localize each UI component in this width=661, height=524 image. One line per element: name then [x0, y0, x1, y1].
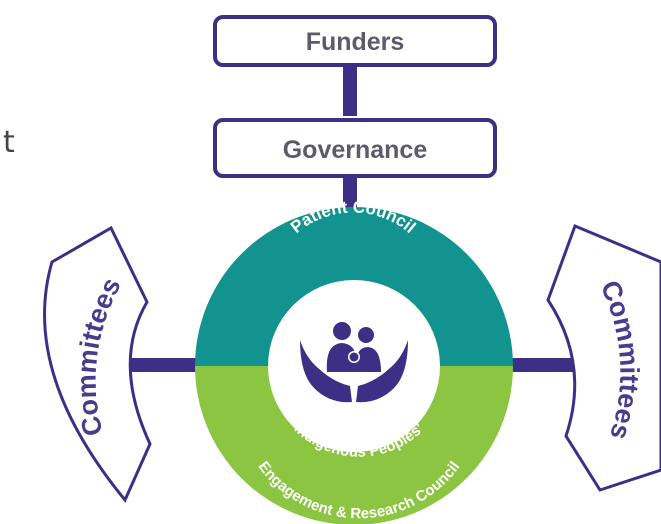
connector-left-committees	[110, 358, 210, 372]
family-in-hands-icon	[300, 322, 408, 403]
funders-box: Funders	[213, 15, 497, 67]
committees-left-band: Committees	[43, 225, 152, 503]
committees-right-band: Committees	[546, 224, 661, 492]
governance-label: Governance	[283, 136, 428, 164]
edge-text-fragment: t	[3, 125, 15, 160]
connector-governance-center	[343, 176, 357, 208]
governance-box: Governance	[213, 118, 497, 178]
funders-label: Funders	[306, 28, 405, 56]
connector-right-committees	[505, 358, 577, 372]
connector-funders-governance	[343, 66, 357, 116]
council-circle: Patient Council Indigenous Peoples’ Enga…	[195, 197, 513, 524]
